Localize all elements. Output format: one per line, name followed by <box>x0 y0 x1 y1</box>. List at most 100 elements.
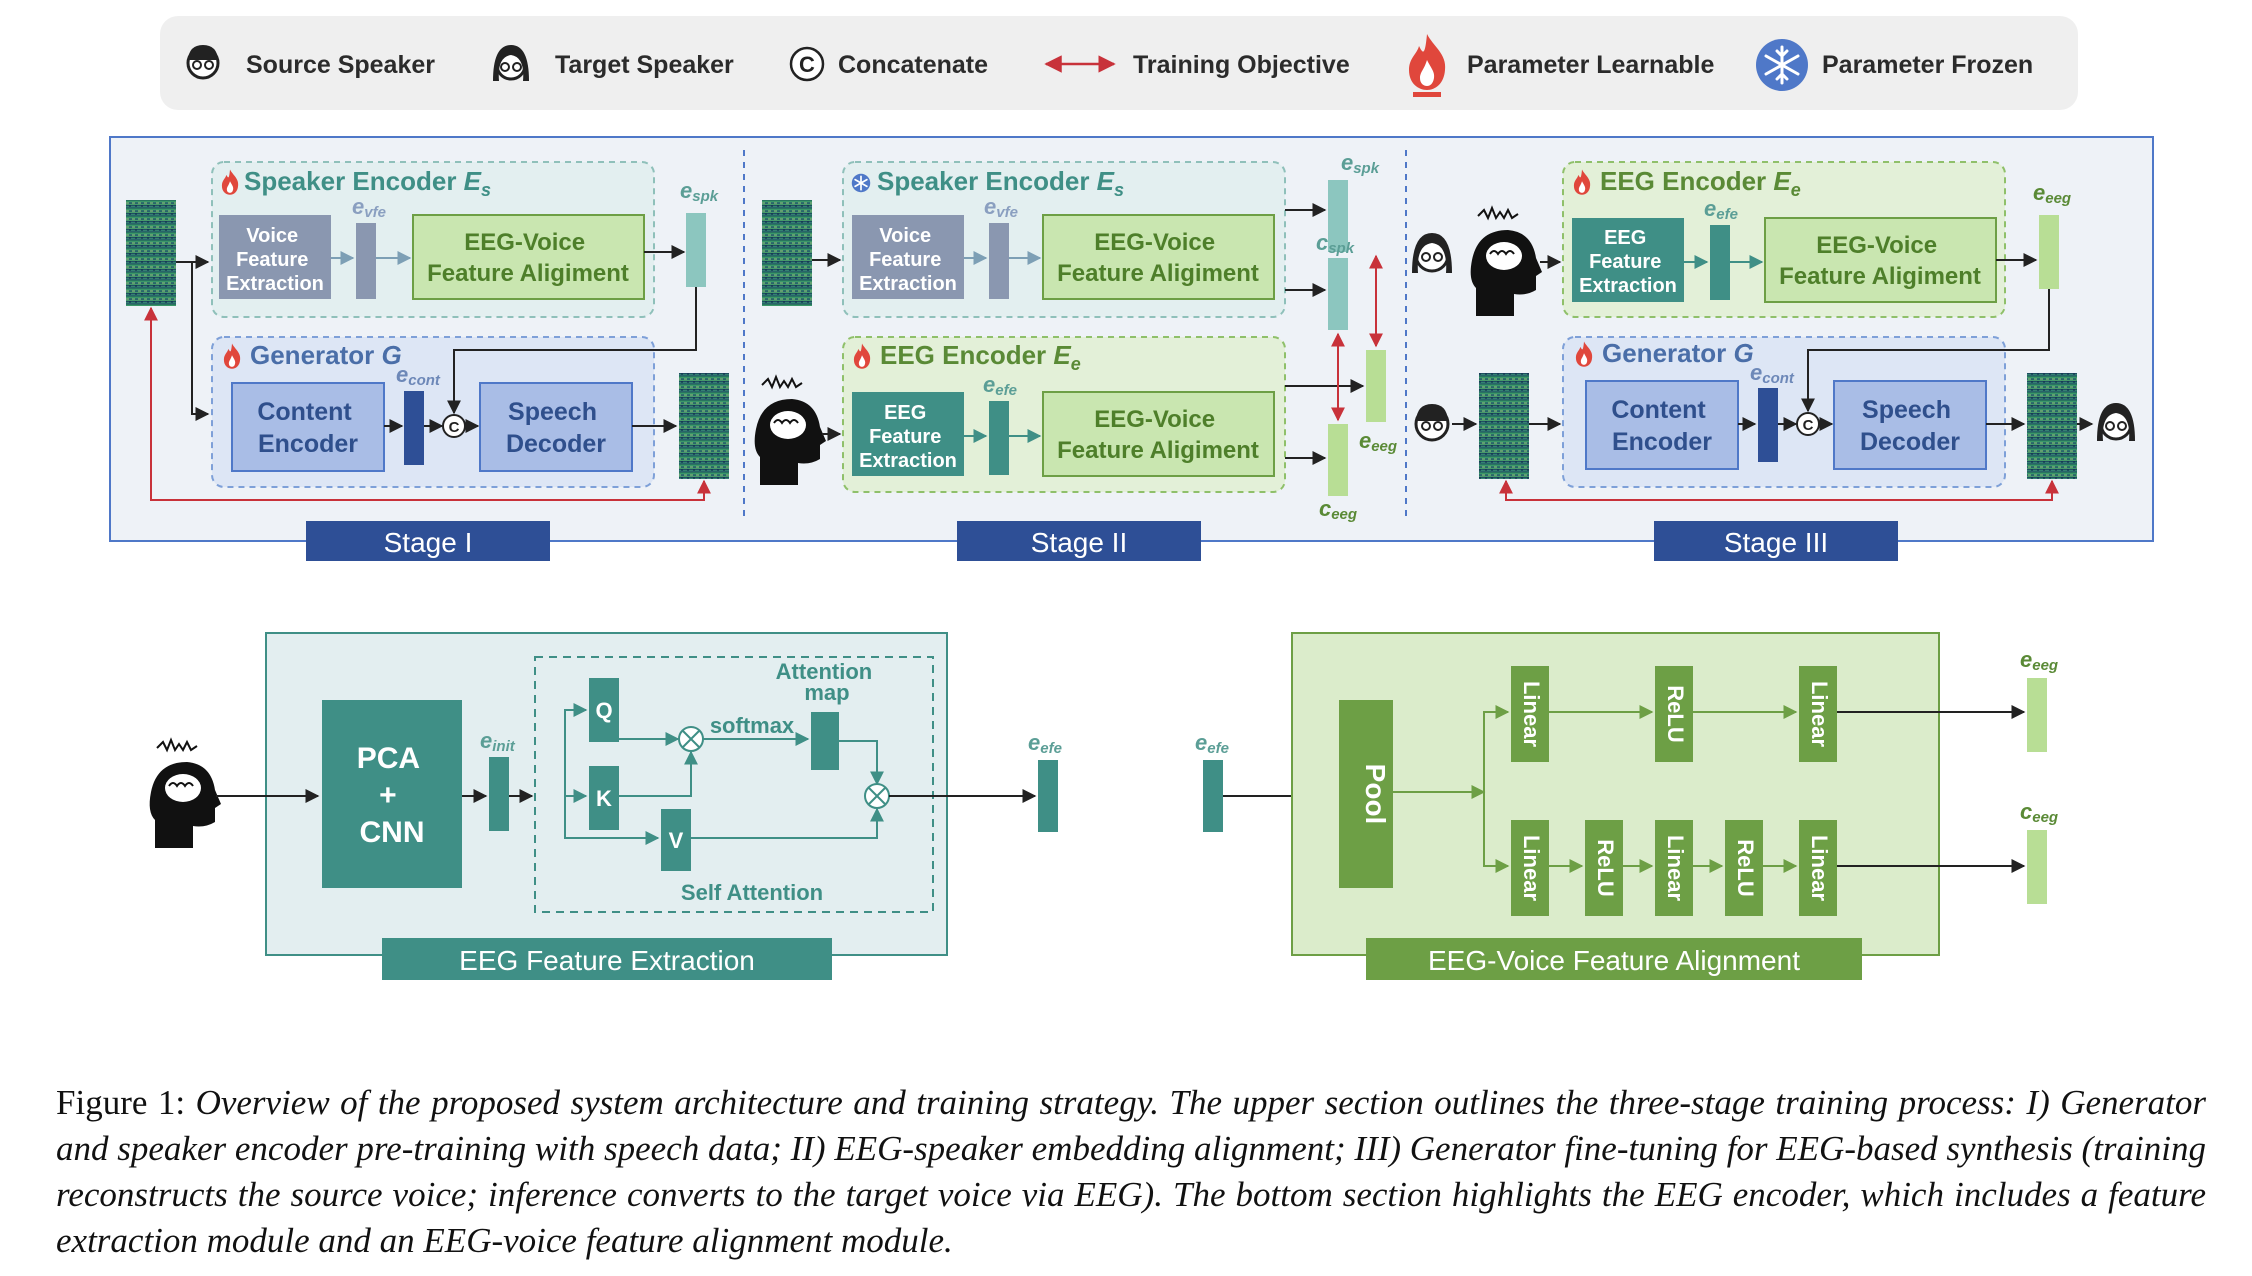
legend-concatenate: Concatenate <box>838 51 988 79</box>
fe-self-attention-label: Self Attention <box>681 880 823 905</box>
stage2-voice-feature-extraction <box>852 215 964 299</box>
stage3-alignment-label: EEG-Voice Feature Aligiment <box>1779 232 1981 290</box>
stage3-e-eeg-label: eeeg <box>2033 180 2071 207</box>
concatenate-icon: C <box>789 46 825 82</box>
legend-parameter-learnable: Parameter Learnable <box>1467 51 1714 79</box>
stage3-e-efe-bar <box>1710 225 1730 300</box>
stage2-snowflake-icon <box>851 173 871 193</box>
stage2-e-spk-bar <box>1328 180 1348 252</box>
stage3-target-speaker-icon <box>1412 233 1452 273</box>
fa-bottom-linear-2-label: Linear <box>1663 835 1688 901</box>
fe-e-init-label: einit <box>480 728 516 755</box>
stage3-concat-symbol: C <box>1803 417 1814 434</box>
fa-top-linear-2 <box>1799 666 1837 762</box>
fe-v-box <box>661 809 691 871</box>
fa-e-efe-label: eefe <box>1195 730 1229 757</box>
fa-top-linear-1-label: Linear <box>1519 681 1544 747</box>
fa-c-eeg-bar <box>2027 830 2047 904</box>
stage3-label: Stage III <box>1724 527 1828 558</box>
caption-figure-label: Figure 1: <box>56 1083 186 1122</box>
fe-k-box <box>589 766 619 830</box>
fa-bottom-linear-3-label: Linear <box>1807 835 1832 901</box>
stage2-eeg-feature-extraction <box>852 392 964 476</box>
stage3-eeg-flame-icon <box>1573 169 1591 195</box>
fe-multiply-icon-1 <box>678 726 704 752</box>
fa-bottom-linear-3 <box>1799 820 1837 916</box>
snowflake-icon <box>1756 39 1808 91</box>
stage3-speech-decoder <box>1833 380 1987 470</box>
fe-multiply-icon-2 <box>864 783 890 809</box>
stage3-e-cont-bar <box>1758 388 1778 462</box>
stage1-e-spk-label: espk <box>680 178 719 205</box>
fe-e-efe-label: eefe <box>1028 730 1062 757</box>
stage3-label-box <box>1654 521 1898 561</box>
stage3-eeg-feature-extraction <box>1572 218 1684 302</box>
stage2-label: Stage II <box>1031 527 1128 558</box>
stage2-efe-label: EEG Feature Extraction <box>859 402 957 472</box>
fa-pool-label: Pool <box>1360 764 1391 825</box>
fa-bottom-linear-1-label: Linear <box>1519 835 1544 901</box>
stage1-speaker-encoder-title: Speaker Encoder Es <box>244 166 491 200</box>
fa-e-efe-bar <box>1203 760 1223 832</box>
stage1-e-vfe-label: evfe <box>352 194 386 221</box>
fe-q-label: Q <box>595 698 612 723</box>
stage2-c-spk-bar <box>1328 258 1348 330</box>
target-speaker-icon <box>493 45 529 81</box>
stage2-e-eeg-label: eeeg <box>1359 428 1397 455</box>
stage1-flame-icon <box>221 169 239 195</box>
stage1-generator-title: Generator G <box>250 340 402 370</box>
stage1-label-box <box>306 521 550 561</box>
stage2-eeg-flame-icon <box>853 343 871 369</box>
stage1-e-spk-bar <box>686 213 706 287</box>
stage2-vfe-label: Voice Feature Extraction <box>859 225 957 295</box>
stage2-speaker-encoder-title: Speaker Encoder Es <box>877 166 1124 200</box>
fa-panel-label-box <box>1366 938 1862 980</box>
stage3-output-spectrogram <box>2027 373 2077 479</box>
fe-pca-cnn-box <box>322 700 462 888</box>
stage3-e-cont-label: econt <box>1750 360 1795 387</box>
stage3-input-spectrogram <box>1479 373 1529 479</box>
stage1-training-objective <box>144 306 711 501</box>
stage3-e-eeg-bar <box>2039 215 2059 289</box>
fa-top-relu-label: ReLU <box>1663 685 1688 742</box>
stage3-content-encoder <box>1585 380 1739 470</box>
fe-eeg-head-icon <box>149 737 221 848</box>
fa-top-linear-2-label: Linear <box>1807 681 1832 747</box>
stage3-efe-label: EEG Feature Extraction <box>1579 227 1677 297</box>
legend-parameter-frozen: Parameter Frozen <box>1822 51 2033 79</box>
figure-caption: Figure 1: Overview of the proposed syste… <box>56 1080 2206 1264</box>
stage2-alignment-top-label: EEG-Voice Feature Aligiment <box>1057 229 1259 287</box>
stage-1: Speaker Encoder Es Voice Feature Extract… <box>126 161 729 501</box>
fe-pca-cnn-label: PCA + CNN <box>357 742 428 849</box>
stage2-e-vfe-label: evfe <box>984 194 1018 221</box>
stage1-output-spectrogram <box>679 373 729 479</box>
fe-softmax-label: softmax <box>710 713 795 738</box>
fa-bottom-relu-2-label: ReLU <box>1733 839 1758 896</box>
fe-attention-map-box <box>811 712 839 770</box>
stage1-concat-symbol: C <box>449 419 460 436</box>
stage3-generator-flame-icon <box>1575 341 1593 367</box>
stage2-c-spk-label: cspk <box>1316 230 1355 257</box>
fa-top-relu <box>1655 666 1693 762</box>
fa-e-eeg-bar <box>2027 678 2047 752</box>
stage3-training-objective <box>1499 479 2059 501</box>
fe-v-label: V <box>669 828 684 853</box>
fa-bottom-relu-1-label: ReLU <box>1593 839 1618 896</box>
legend: Source Speaker Target Speaker C Concaten… <box>160 16 2078 110</box>
eeg-voice-feature-alignment-panel: eefe Pool Linear ReLU Linear eeeg Linear… <box>1195 632 2058 980</box>
fa-bottom-relu-1 <box>1585 820 1623 916</box>
stage1-input-spectrogram <box>126 200 176 306</box>
source-speaker-icon <box>186 45 220 80</box>
stage2-e-eeg-bar <box>1366 350 1386 422</box>
stage1-e-cont-bar <box>404 391 424 465</box>
stage2-eeg-head-icon <box>754 374 826 485</box>
stage1-voice-feature-extraction <box>219 215 331 299</box>
eeg-feature-extraction-panel: PCA + CNN einit Q K softmax Attention ma… <box>149 632 1062 980</box>
fe-e-init-bar <box>489 757 509 831</box>
fe-e-efe-bar <box>1038 760 1058 832</box>
stage3-eeg-encoder-title: EEG Encoder Ee <box>1600 166 1801 200</box>
stage2-label-box <box>957 521 1201 561</box>
fa-c-eeg-label: ceeg <box>2020 799 2058 826</box>
stage1-vfe-label: Voice Feature Extraction <box>226 225 324 295</box>
